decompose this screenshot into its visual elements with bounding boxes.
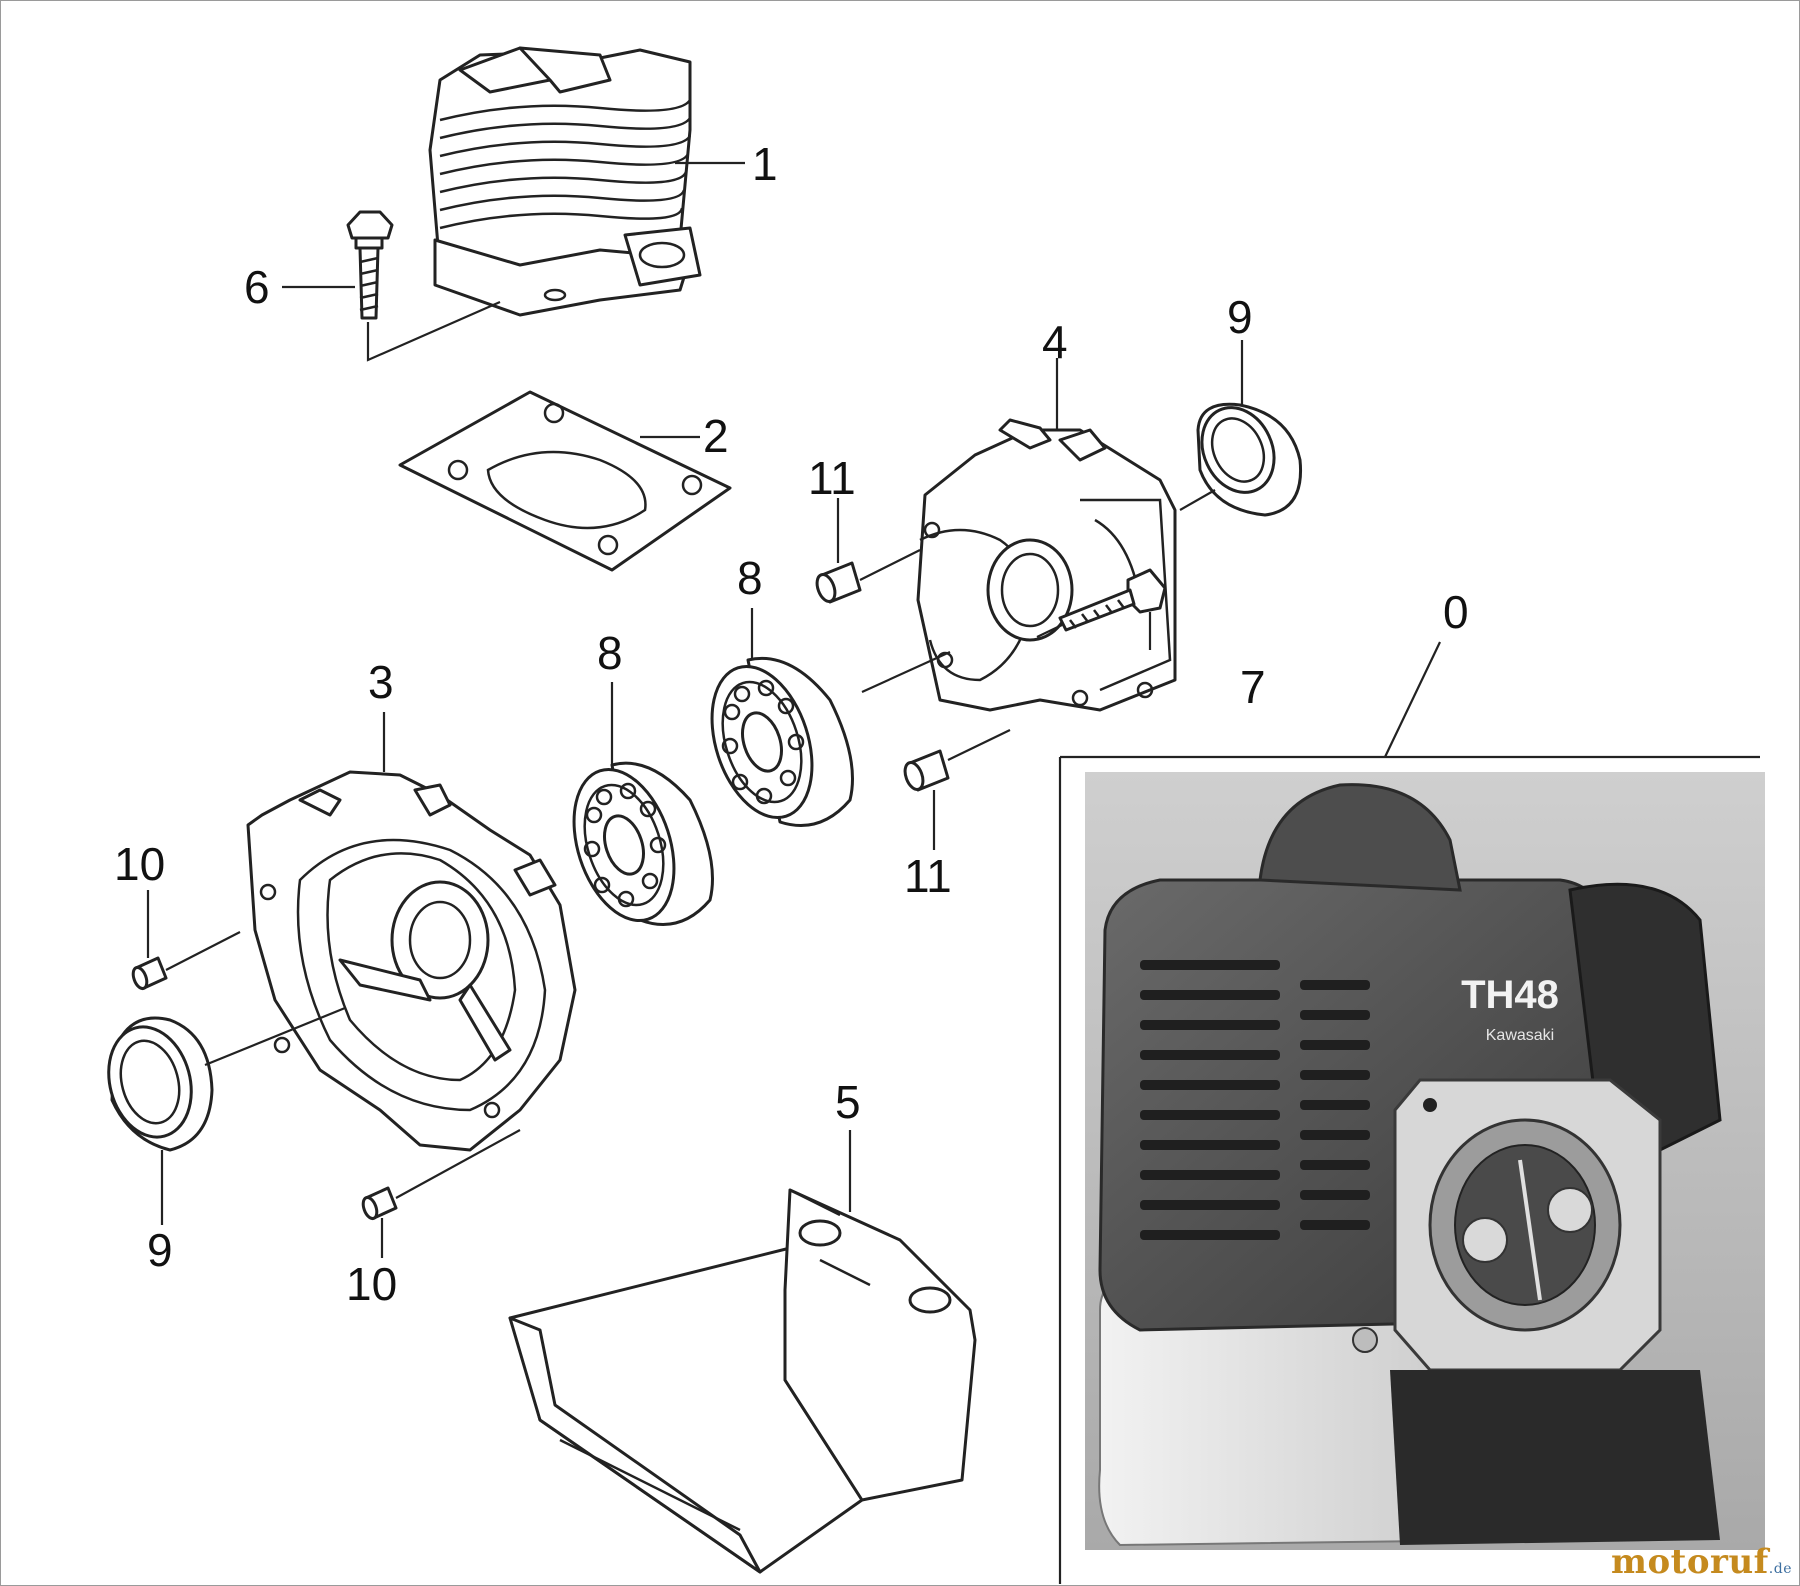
watermark-suffix: .de	[1768, 1561, 1792, 1577]
dowel-pin-left-top-part	[131, 956, 168, 991]
dowel-pin-bottom-part	[903, 749, 950, 792]
callout-9a: 9	[1227, 291, 1253, 343]
leader-line-8b-axis	[861, 650, 951, 694]
dowel-pin-top-part	[815, 561, 862, 604]
dowel-pin-left-bottom-part	[361, 1186, 398, 1221]
oil-seal-top-part	[1196, 402, 1303, 517]
leader-line-10a-axis	[165, 931, 241, 971]
leader-line-0	[1384, 641, 1441, 758]
engine-brand-badge: Kawasaki	[1486, 1027, 1554, 1044]
callout-6: 6	[244, 261, 270, 313]
callout-10a: 10	[114, 838, 165, 890]
callout-10b: 10	[346, 1258, 397, 1310]
cylinder-part	[428, 46, 702, 317]
crankcase-right-part	[916, 418, 1177, 712]
callout-11a: 11	[808, 452, 856, 504]
cooling-vents	[1140, 960, 1370, 1240]
engine-model-badge: TH48	[1461, 973, 1559, 1017]
crankcase-left-part	[246, 770, 577, 1152]
leader-line-7-axis	[1036, 624, 1063, 638]
callout-4: 4	[1042, 316, 1068, 368]
oil-seal-bottom-part	[107, 1016, 214, 1152]
bottom-cover-part	[508, 1188, 977, 1574]
callout-0: 0	[1443, 586, 1469, 638]
callout-2: 2	[703, 410, 729, 462]
leader-line-6-to-cylinder	[366, 300, 501, 362]
watermark-text: motoruf	[1611, 1542, 1769, 1582]
bearing-left-part	[572, 761, 714, 926]
callout-5: 5	[835, 1076, 861, 1128]
callout-8a: 8	[597, 627, 623, 679]
bearing-right-part	[710, 656, 854, 827]
leader-line-9b-axis	[204, 1006, 346, 1067]
callout-8b: 8	[737, 552, 763, 604]
watermark: motoruf.de	[1611, 1542, 1792, 1582]
crankcase-screw-part	[1058, 568, 1167, 632]
cylinder-gasket-part	[398, 390, 732, 572]
callout-9b: 9	[147, 1224, 173, 1276]
leader-line-11a-axis	[859, 549, 921, 581]
engine-assembly-photo: TH48 Kawasaki	[1085, 772, 1765, 1550]
leader-line-11b-axis	[947, 729, 1011, 761]
callout-3: 3	[368, 656, 394, 708]
callout-1: 1	[752, 138, 778, 190]
callout-11b: 11	[904, 850, 952, 902]
leader-line-9a-axis	[1179, 489, 1216, 511]
leader-line-10b-axis	[395, 1129, 521, 1199]
callout-7: 7	[1240, 661, 1266, 713]
cylinder-bolt-part	[346, 210, 394, 320]
